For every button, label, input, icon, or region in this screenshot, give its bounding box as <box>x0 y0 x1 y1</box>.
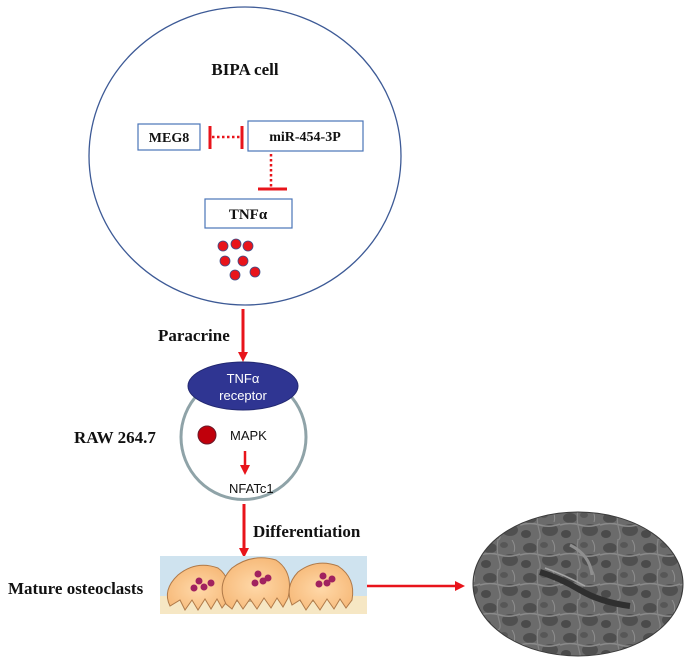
tnf-box <box>204 198 293 229</box>
mir-tnf-inhibition <box>258 154 287 191</box>
mir-label: miR-454-3P <box>269 130 341 145</box>
tnf-receptor <box>187 361 299 411</box>
mir-node: miR-454-3P <box>247 120 364 152</box>
sem-micrograph <box>472 511 684 657</box>
tnf-particle <box>242 240 254 252</box>
osteoclasts-group: Mature osteoclasts <box>8 556 367 614</box>
bipa-cell: BIPA cell MEG8 miR-454-3P TNFα <box>88 6 402 306</box>
differentiation-arrow-group: Differentiation <box>239 504 361 558</box>
sem-outline <box>472 511 684 657</box>
differentiation-label: Differentiation <box>253 522 361 541</box>
tnf-label: TNFα <box>229 207 268 223</box>
osteoclast-cell <box>221 557 290 610</box>
paracrine-arrow-group: Paracrine <box>158 309 248 362</box>
raw-cell-label: RAW 264.7 <box>74 428 156 447</box>
raw-cell: TNFα receptor MAPK NFATc1 RAW 264.7 <box>74 361 308 501</box>
nfatc1-label: NFATc1 <box>229 481 274 496</box>
receptor-label-line1: TNFα <box>227 371 260 386</box>
tnf-particle <box>230 238 242 250</box>
paracrine-label: Paracrine <box>158 326 230 345</box>
osteoclast-cell <box>288 562 354 611</box>
receptor-label-line2: receptor <box>219 388 267 403</box>
osteoclasts-label: Mature osteoclasts <box>8 579 144 598</box>
bipa-cell-label: BIPA cell <box>211 60 278 79</box>
mapk-dot <box>197 425 217 445</box>
tnf-particles <box>217 238 261 281</box>
tnf-particle <box>237 255 249 267</box>
osteoclasts-image <box>160 556 367 614</box>
bipa-cell-membrane <box>88 6 402 306</box>
meg8-node: MEG8 <box>137 123 201 151</box>
meg8-box <box>137 123 201 151</box>
tnf-particle <box>217 240 229 252</box>
tnf-node: TNFα <box>204 198 293 229</box>
meg8-label: MEG8 <box>149 131 189 146</box>
tnf-particle <box>249 266 261 278</box>
meg8-mir-inhibition <box>208 126 244 149</box>
mapk-label: MAPK <box>230 428 267 443</box>
tnf-particle <box>229 269 241 281</box>
tnf-particle <box>219 255 231 267</box>
mir-box <box>247 120 364 152</box>
osteoclast-cell <box>166 564 230 611</box>
